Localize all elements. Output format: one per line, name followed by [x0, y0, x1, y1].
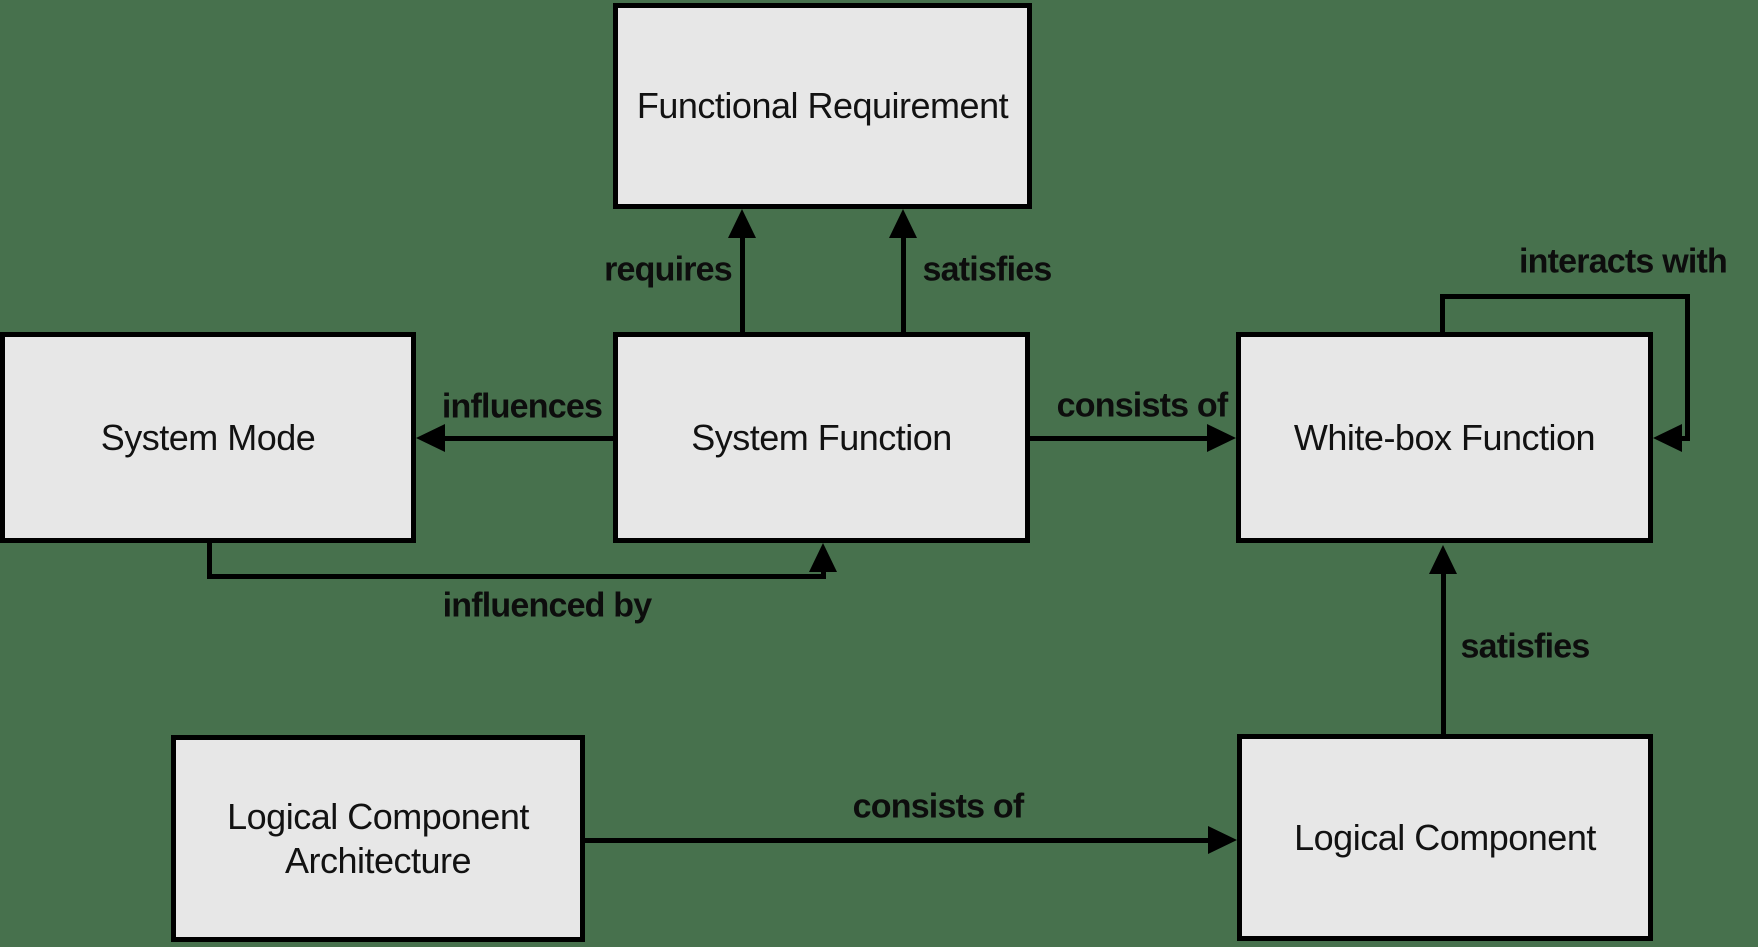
arrowhead-left-icon — [1653, 424, 1682, 452]
arrowhead-right-icon — [1207, 424, 1236, 452]
edge-interacts-with-line — [1440, 296, 1445, 332]
edge-label-consists-of-bottom: consists of — [852, 787, 1024, 826]
node-logical-component-architecture: Logical Component Architecture — [171, 735, 585, 942]
arrowhead-up-icon — [728, 209, 756, 238]
node-system-mode: System Mode — [0, 332, 416, 543]
edge-satisfies-top-line — [901, 235, 906, 332]
edge-requires-line — [740, 235, 745, 332]
node-label: System Mode — [100, 416, 316, 458]
edge-interacts-with-line — [1685, 294, 1690, 441]
edge-label-satisfies-top: satisfies — [922, 250, 1053, 289]
edge-satisfies-bottom-line — [1441, 571, 1446, 734]
edge-influenced-by-line — [207, 543, 212, 579]
arrowhead-up-icon — [809, 543, 837, 572]
arrowhead-right-icon — [1208, 826, 1237, 854]
node-label: White-box Function — [1293, 416, 1596, 458]
node-white-box-function: White-box Function — [1236, 332, 1653, 543]
edge-label-interacts-with: interacts with — [1519, 242, 1728, 281]
edge-label-consists-of-top: consists of — [1056, 386, 1228, 425]
edge-interacts-with-line — [1440, 294, 1690, 299]
edge-label-satisfies-bottom: satisfies — [1460, 627, 1591, 666]
edge-influenced-by-line — [821, 569, 826, 579]
node-label: Functional Requirement — [636, 85, 1009, 127]
arrowhead-up-icon — [1429, 545, 1457, 574]
edge-consists-of-bottom-line — [585, 838, 1210, 843]
node-label: Logical Component Architecture — [227, 795, 529, 881]
arrowhead-left-icon — [416, 424, 445, 452]
edge-label-requires: requires — [604, 250, 733, 289]
edge-consists-of-top-line — [1030, 436, 1210, 441]
arrowhead-up-icon — [889, 209, 917, 238]
edge-influences-line — [442, 436, 613, 441]
edge-label-influenced-by: influenced by — [442, 586, 653, 625]
edge-interacts-with-line — [1679, 436, 1690, 441]
node-label: System Function — [691, 416, 952, 458]
node-label: Logical Component — [1294, 816, 1596, 858]
node-system-function: System Function — [613, 332, 1030, 543]
node-logical-component: Logical Component — [1237, 734, 1653, 941]
node-functional-requirement: Functional Requirement — [613, 3, 1032, 209]
edge-label-influences: influences — [441, 387, 603, 426]
edge-influenced-by-line — [207, 574, 826, 579]
